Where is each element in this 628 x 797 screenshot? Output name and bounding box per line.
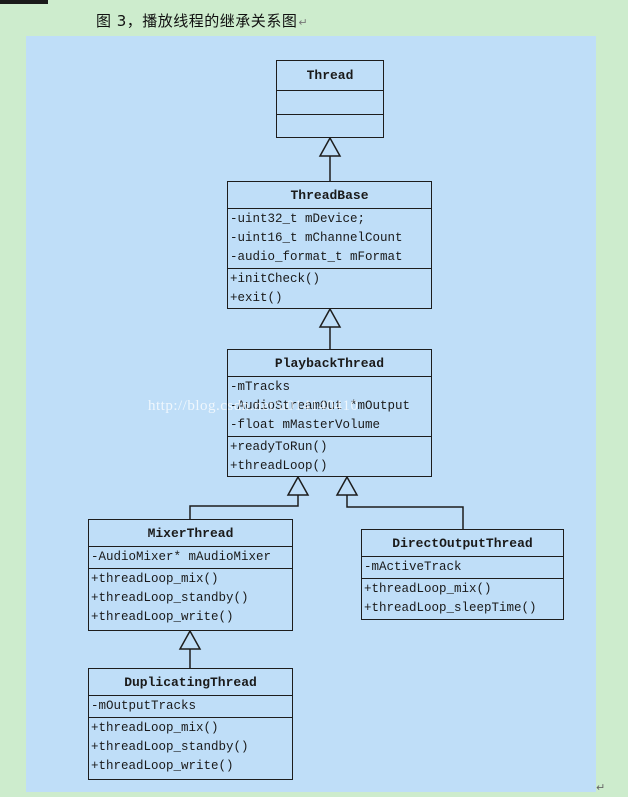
link-direct-playback: [346, 495, 464, 529]
class-name: DuplicatingThread: [89, 669, 292, 696]
class-directoutputthread: DirectOutputThread -mActiveTrack +thread…: [361, 529, 564, 620]
method: +threadLoop_standby(): [91, 591, 249, 605]
paragraph-mark-icon: ↵: [298, 16, 309, 29]
inheritance-arrow-icon: [178, 629, 202, 650]
attribute: -uint32_t mDevice;: [230, 212, 366, 226]
method: +threadLoop_mix(): [91, 721, 219, 735]
class-attributes: -uint32_t mDevice; -uint16_t mChannelCou…: [228, 209, 431, 269]
class-attributes: -AudioMixer* mAudioMixer: [89, 547, 292, 569]
class-name: PlaybackThread: [228, 350, 431, 377]
attribute: -AudioMixer* mAudioMixer: [91, 550, 272, 564]
inheritance-arrow-icon: [286, 475, 310, 496]
method: +readyToRun(): [230, 440, 328, 454]
class-playbackthread: PlaybackThread -mTracks -AudioStreamOut …: [227, 349, 432, 477]
figure-caption: 图 3，播放线程的继承关系图↵: [96, 10, 308, 32]
class-attributes: -mOutputTracks: [89, 696, 292, 718]
class-methods: +threadLoop_mix() +threadLoop_sleepTime(…: [362, 579, 563, 619]
class-methods: +readyToRun() +threadLoop(): [228, 437, 431, 477]
method: +threadLoop_mix(): [364, 582, 492, 596]
caption-text: 图 3，播放线程的继承关系图: [96, 12, 298, 30]
method: +initCheck(): [230, 272, 321, 286]
class-threadbase: ThreadBase -uint32_t mDevice; -uint16_t …: [227, 181, 432, 309]
class-methods: +initCheck() +exit(): [228, 269, 431, 309]
class-name: DirectOutputThread: [362, 530, 563, 557]
class-methods: +threadLoop_mix() +threadLoop_standby() …: [89, 569, 292, 628]
class-name: Thread: [277, 61, 383, 91]
attribute: -uint16_t mChannelCount: [230, 231, 403, 245]
attribute: -AudioStreamOut *mOutput: [230, 399, 411, 413]
class-attributes: -mActiveTrack: [362, 557, 563, 579]
method: +threadLoop_mix(): [91, 572, 219, 586]
attribute: -audio_format_t mFormat: [230, 250, 403, 264]
method: +threadLoop_standby(): [91, 740, 249, 754]
attribute: -mActiveTrack: [364, 560, 462, 574]
method: +threadLoop(): [230, 459, 328, 473]
class-thread: Thread: [276, 60, 384, 138]
corner-mark: [0, 0, 48, 4]
class-mixerthread: MixerThread -AudioMixer* mAudioMixer +th…: [88, 519, 293, 631]
class-duplicatingthread: DuplicatingThread -mOutputTracks +thread…: [88, 668, 293, 780]
inheritance-arrow-icon: [335, 475, 359, 496]
inheritance-arrow-icon: [318, 136, 342, 157]
class-methods: [277, 115, 383, 136]
method: +exit(): [230, 291, 283, 305]
method: +threadLoop_sleepTime(): [364, 601, 537, 615]
method: +threadLoop_write(): [91, 610, 234, 624]
class-attributes: -mTracks -AudioStreamOut *mOutput -float…: [228, 377, 431, 437]
attribute: -mTracks: [230, 380, 291, 394]
method: +threadLoop_write(): [91, 759, 234, 773]
watermark: http://blog.csdn.net/u014140410: [148, 398, 359, 414]
link-mixer-playback: [189, 495, 299, 519]
attribute: -float mMasterVolume: [230, 418, 381, 432]
class-name: MixerThread: [89, 520, 292, 547]
paragraph-end-icon: ↵: [596, 781, 606, 794]
class-attributes: [277, 91, 383, 115]
attribute: -mOutputTracks: [91, 699, 197, 713]
class-methods: +threadLoop_mix() +threadLoop_standby() …: [89, 718, 292, 777]
class-name: ThreadBase: [228, 182, 431, 209]
inheritance-arrow-icon: [318, 307, 342, 328]
